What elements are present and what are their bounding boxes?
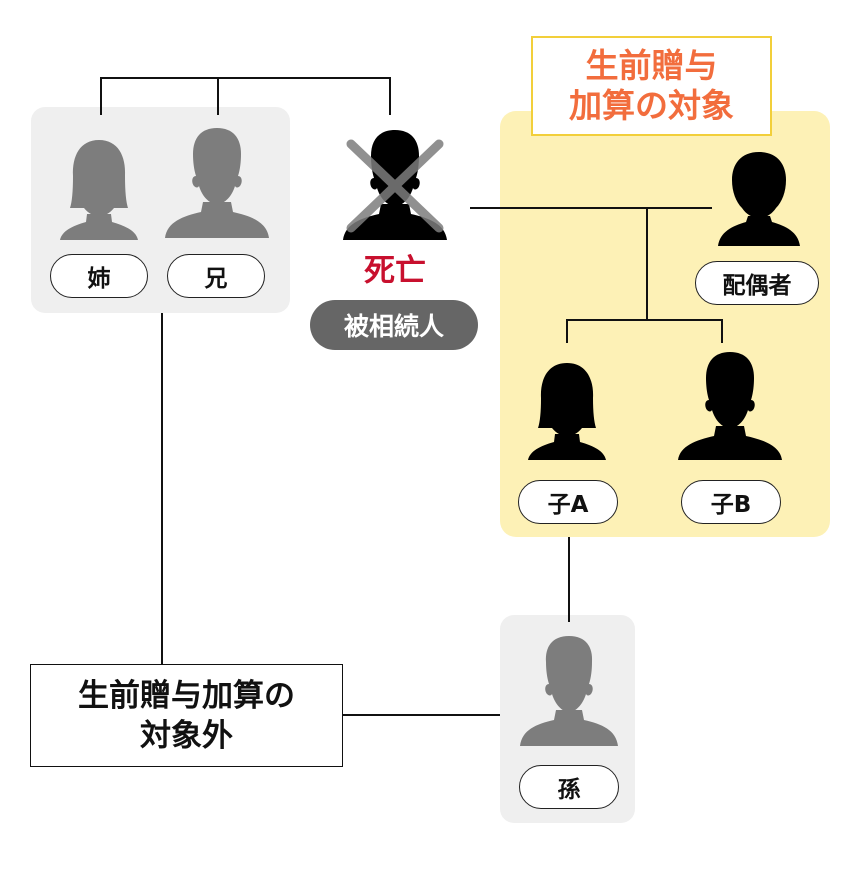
in-scope-label: 生前贈与 加算の対象 — [531, 36, 772, 136]
brother-male-silhouette-icon — [165, 128, 269, 238]
child-b-male-silhouette-icon — [678, 352, 782, 460]
deceased-male-silhouette-icon — [343, 130, 447, 240]
sister-female-silhouette-icon — [60, 140, 138, 240]
child-a-label: 子A — [518, 480, 618, 524]
cross-icon — [346, 139, 444, 233]
brother-label: 兄 — [167, 254, 265, 298]
spouse-female-silhouette-icon — [718, 152, 800, 246]
out-of-scope-label: 生前贈与加算の 対象外 — [30, 664, 343, 767]
in-scope-label-line1: 生前贈与 — [585, 46, 718, 85]
sister-label: 姉 — [50, 254, 148, 298]
out-of-scope-label-line2: 対象外 — [140, 717, 233, 754]
children-bracket — [566, 319, 723, 343]
in-scope-label-line2: 加算の対象 — [569, 86, 734, 125]
spouse-label: 配偶者 — [695, 261, 819, 305]
out-of-scope-label-line1: 生前贈与加算の — [78, 677, 295, 714]
grandchild-male-silhouette-icon — [520, 636, 618, 746]
grandchild-label: 孫 — [519, 765, 619, 809]
child-b-label: 子B — [681, 480, 781, 524]
deceased-status: 死亡 — [364, 253, 426, 289]
deceased-role-badge: 被相続人 — [310, 300, 478, 350]
child-a-female-silhouette-icon — [528, 363, 606, 460]
parents-line — [100, 77, 391, 115]
